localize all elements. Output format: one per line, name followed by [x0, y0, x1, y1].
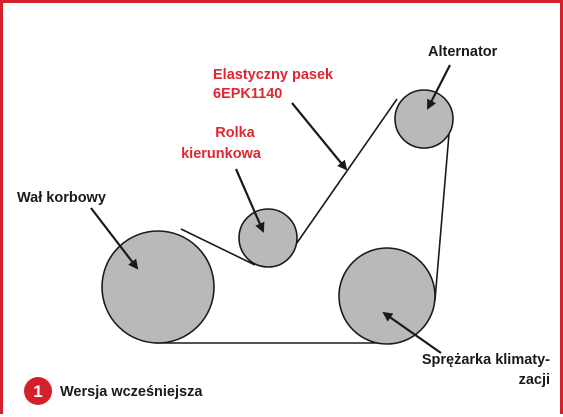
version-number-badge: [24, 377, 52, 405]
idler-arrow: [234, 168, 265, 233]
belt-label-line2: 6EPK1140: [213, 86, 282, 102]
crankshaft-pulley: [101, 230, 215, 344]
idler-label-line1: Rolka: [215, 125, 255, 141]
crankshaft-arrow: [90, 207, 139, 270]
belt-drive-diagram: Alternator Elastyczny pasek 6EPK1140 Rol…: [17, 44, 550, 405]
serpentine-belt: [155, 98, 451, 344]
ac-compressor-pulley: [338, 247, 436, 345]
idler-pulley: [238, 208, 298, 268]
belt-label-line1: Elastyczny pasek: [213, 67, 334, 83]
version-number: 1: [33, 382, 42, 401]
leader-arrows: [90, 64, 451, 354]
belt-arrow: [291, 102, 348, 171]
version-badge: 1 Wersja wcześniejsza: [24, 377, 203, 405]
alternator-label: Alternator: [428, 44, 498, 60]
compressor-arrow: [382, 311, 442, 354]
idler-label-line2: kierunkowa: [181, 146, 262, 162]
compressor-label-line1: Sprężarka klimaty-: [422, 352, 550, 368]
crankshaft-label: Wał korbowy: [17, 190, 106, 206]
alternator-arrow: [427, 64, 451, 110]
version-text: Wersja wcześniejsza: [60, 384, 203, 400]
alternator-pulley: [394, 89, 454, 149]
compressor-label-line2: zacji: [519, 372, 550, 388]
